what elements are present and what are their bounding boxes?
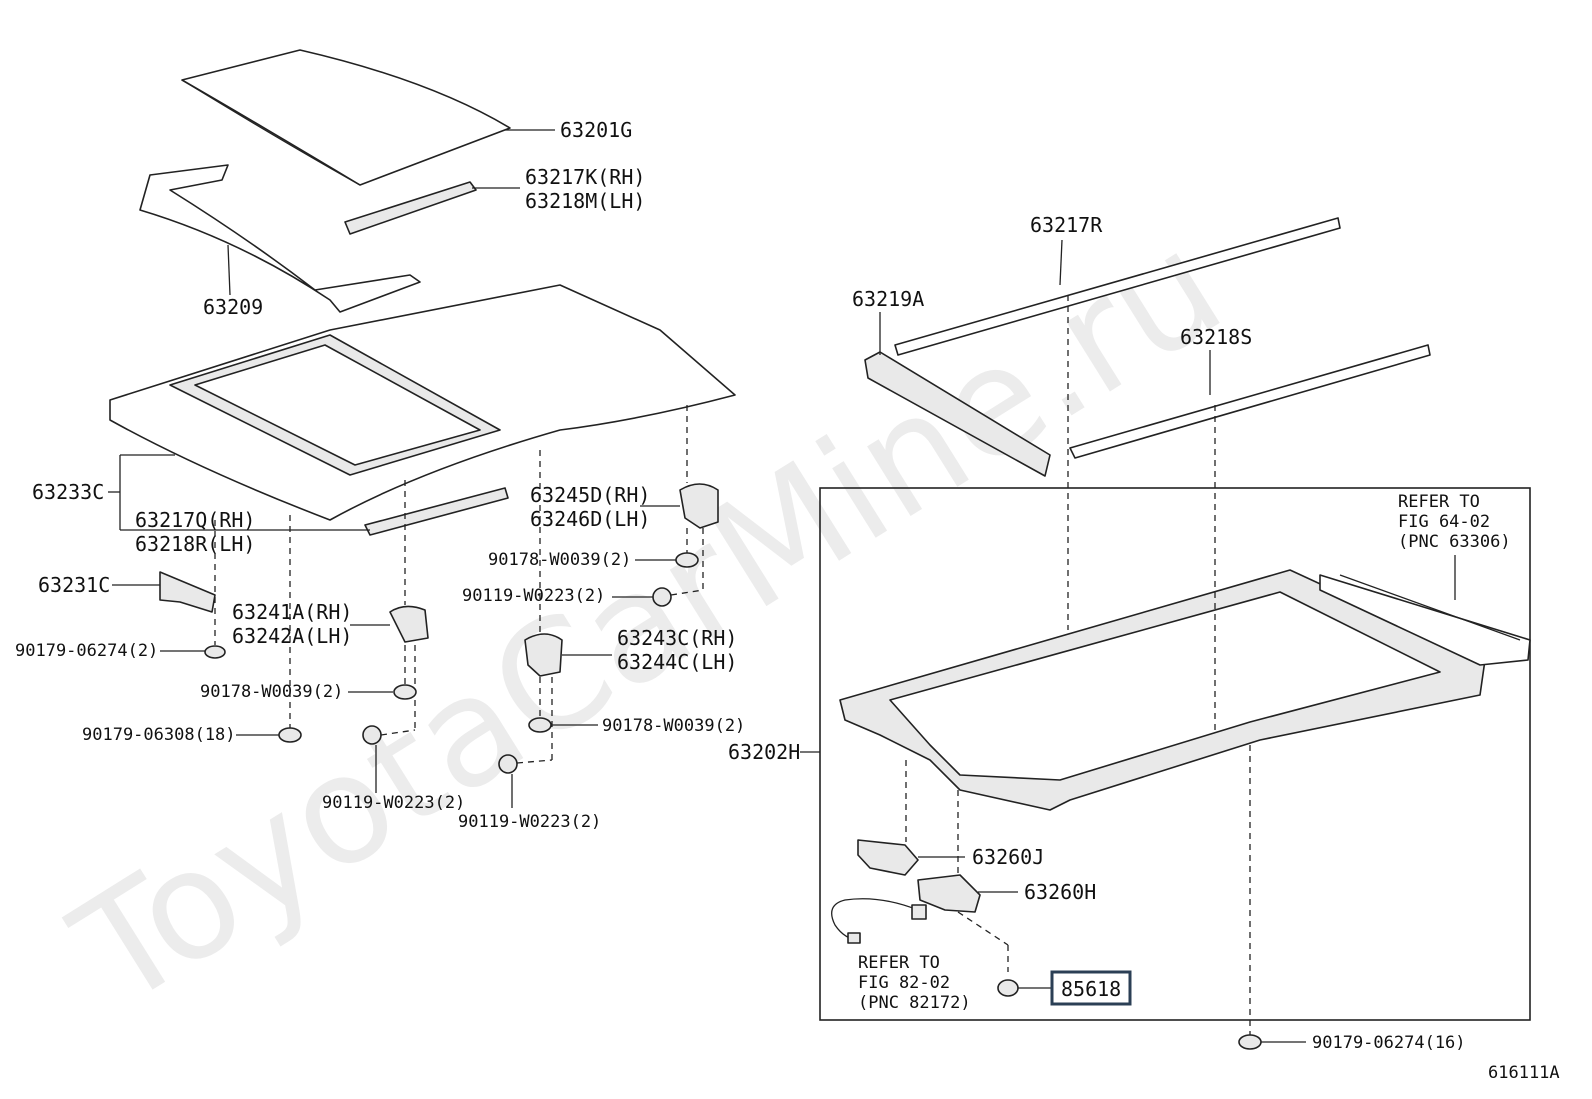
clip-90179-06274-16 (1238, 1034, 1262, 1050)
weatherstrip-63217K-part (344, 181, 477, 235)
label-63231C: 63231C (38, 573, 110, 597)
label-63243C: 63243C(RH) (617, 626, 737, 650)
label-63246D: 63246D(LH) (530, 507, 650, 531)
label-63218R: 63218R(LH) (135, 532, 255, 556)
label-63217R: 63217R (1030, 213, 1103, 237)
bolt-90119-W0223-c (498, 754, 518, 774)
label-90119-W0223-a: 90119-W0223(2) (322, 793, 465, 813)
label-90178-W0039-c: 90178-W0039(2) (602, 716, 745, 736)
label-63245D: 63245D(RH) (530, 483, 650, 507)
highlight-85618-box[interactable] (1050, 970, 1132, 1006)
drive-gear-part (917, 874, 981, 913)
wire-harness-part (831, 898, 927, 944)
label-63209: 63209 (203, 295, 263, 319)
roof-reinforcement-part (139, 164, 421, 313)
roof-panel-with-opening (109, 284, 736, 521)
label-90119-W0223-c: 90119-W0223(2) (458, 812, 601, 832)
label-63218S: 63218S (1180, 325, 1252, 349)
refer-fig82-line3: (PNC 82172) (858, 993, 971, 1013)
label-63241A: 63241A(RH) (232, 600, 352, 624)
label-90119-W0223-b: 90119-W0223(2) (462, 586, 605, 606)
label-90179-06274-2: 90179-06274(2) (15, 641, 158, 661)
weatherstrip-63218S-part (1069, 344, 1431, 459)
label-63244C: 63244C(LH) (617, 650, 737, 674)
label-90178-W0039-a: 90178-W0039(2) (200, 682, 343, 702)
clip-90178-W0039-a (393, 684, 417, 700)
bracket-63243C-part (524, 633, 563, 677)
clip-90178-W0039-b (675, 552, 699, 568)
label-63217Q: 63217Q(RH) (135, 508, 255, 532)
label-63260H: 63260H (1024, 880, 1096, 904)
roof-panel-part (181, 49, 511, 186)
clip-90178-W0039-c (528, 717, 552, 733)
label-63201G: 63201G (560, 118, 632, 142)
refer-fig64-line2: FIG 64-02 (1398, 512, 1490, 532)
wind-deflector-part (864, 351, 1051, 477)
weatherstrip-63217Q-part (364, 487, 509, 536)
label-63233C: 63233C (32, 480, 104, 504)
bolt-90119-W0223-a (362, 725, 382, 745)
bracket-63231C-part (159, 571, 216, 613)
bracket-63245D-part (679, 483, 719, 529)
figure-id: 616111A (1488, 1063, 1560, 1083)
label-90179-06274-16: 90179-06274(16) (1312, 1033, 1466, 1053)
label-63260J: 63260J (972, 845, 1044, 869)
sunroof-housing-frame-box (819, 487, 1531, 1021)
bolt-90119-W0223-b (652, 587, 672, 607)
label-63218M: 63218M(LH) (525, 189, 645, 213)
label-63217K: 63217K(RH) (525, 165, 645, 189)
label-90178-W0039-b: 90178-W0039(2) (488, 550, 631, 570)
label-90179-06308: 90179-06308(18) (82, 725, 236, 745)
clip-90179-06274 (204, 645, 226, 659)
label-63242A: 63242A(LH) (232, 624, 352, 648)
refer-fig64-line1: REFER TO (1398, 492, 1480, 512)
weatherstrip-63217R-part (894, 217, 1341, 356)
refer-fig64-line3: (PNC 63306) (1398, 532, 1511, 552)
label-85618[interactable]: 85618 (1061, 977, 1121, 1001)
sunroof-housing-part (839, 569, 1531, 811)
label-63202H: 63202H (728, 740, 800, 764)
label-63219A: 63219A (852, 287, 924, 311)
refer-fig82-line2: FIG 82-02 (858, 973, 950, 993)
screw-85618 (997, 979, 1019, 997)
bracket-63241A-part (389, 605, 429, 643)
refer-fig82-line1: REFER TO (858, 953, 940, 973)
sunroof-motor-part (857, 839, 919, 876)
nut-90179-06308 (278, 727, 302, 743)
